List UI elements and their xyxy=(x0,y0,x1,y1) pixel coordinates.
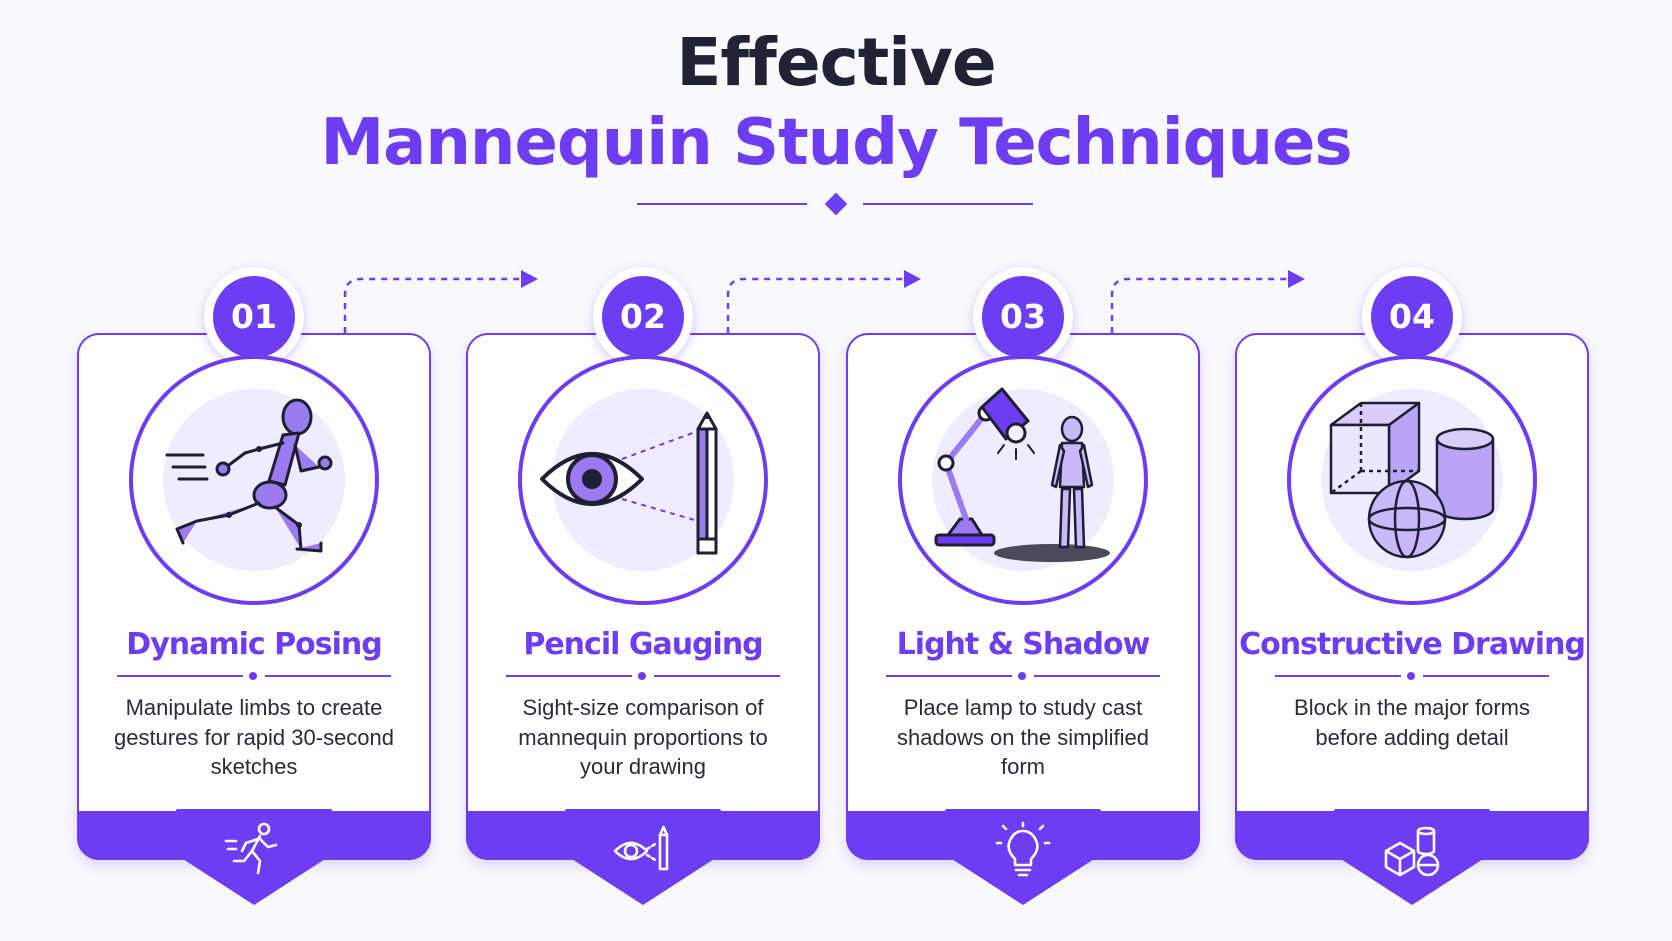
eye-pencil-icon xyxy=(613,825,669,871)
step-number: 03 xyxy=(982,276,1064,358)
lamp-mannequin-icon xyxy=(934,387,1110,562)
step-card-4: 04 Constructive Drawing Block in the maj… xyxy=(1235,267,1589,905)
card-footer-tab xyxy=(155,809,353,905)
title-rule-dot xyxy=(249,672,257,680)
cube-sphere-cylinder-icon xyxy=(1329,401,1495,559)
title-rule-left xyxy=(1275,675,1401,677)
step-number: 02 xyxy=(602,276,684,358)
step-title: Constructive Drawing xyxy=(1239,627,1586,662)
step-card-2: 02 Pencil Gauging Sight-size comparison … xyxy=(466,267,820,905)
card-footer-tab xyxy=(1313,809,1511,905)
title-rule-left xyxy=(506,675,632,677)
step-number: 01 xyxy=(213,276,295,358)
title-rule-left xyxy=(117,675,243,677)
step-illustration xyxy=(129,355,379,605)
connector-3-4 xyxy=(1110,277,1290,333)
connector-arrow-1 xyxy=(521,270,538,288)
step-card-1: 01 xyxy=(77,267,431,905)
step-title: Dynamic Posing xyxy=(126,627,382,662)
title-rule-dot xyxy=(1407,672,1415,680)
step-description: Manipulate limbs to create gestures for … xyxy=(113,695,395,779)
page-title-line-2: Mannequin Study Techniques xyxy=(320,106,1352,180)
running-figure-icon xyxy=(224,822,278,875)
step-title: Pencil Gauging xyxy=(523,627,763,662)
step-badge: 01 xyxy=(204,267,304,367)
step-badge: 02 xyxy=(593,267,693,367)
title-divider-right xyxy=(863,203,1033,205)
running-mannequin-icon xyxy=(165,398,333,553)
step-description: Place lamp to study cast shadows on the … xyxy=(897,695,1149,779)
card-footer-tab xyxy=(544,809,742,905)
title-rule-left xyxy=(886,675,1012,677)
title-rule-right xyxy=(265,675,391,677)
shapes-icon xyxy=(1384,826,1440,877)
step-badge: 03 xyxy=(973,267,1073,367)
step-badge: 04 xyxy=(1362,267,1462,367)
connector-2-3 xyxy=(726,277,906,333)
step-number: 04 xyxy=(1371,276,1453,358)
step-description: Block in the major forms before adding d… xyxy=(1294,695,1530,750)
title-rule-dot xyxy=(638,672,646,680)
step-title: Light & Shadow xyxy=(896,627,1151,662)
page-title-line-1: Effective xyxy=(676,24,996,101)
eye-pencil-icon xyxy=(540,411,718,555)
connector-1-2 xyxy=(343,277,523,333)
step-card-3: 03 xyxy=(846,267,1200,905)
connector-arrow-2 xyxy=(904,270,921,288)
connector-arrow-3 xyxy=(1288,270,1305,288)
title-divider-left xyxy=(637,203,807,205)
lightbulb-icon xyxy=(995,821,1051,877)
step-illustration xyxy=(898,355,1148,605)
step-illustration xyxy=(518,355,768,605)
title-rule-right xyxy=(1034,675,1160,677)
card-footer-tab xyxy=(924,809,1122,905)
title-rule-dot xyxy=(1018,672,1026,680)
title-rule-right xyxy=(654,675,780,677)
step-illustration xyxy=(1287,355,1537,605)
step-description: Sight-size comparison of mannequin propo… xyxy=(518,695,768,779)
title-rule-right xyxy=(1423,675,1549,677)
